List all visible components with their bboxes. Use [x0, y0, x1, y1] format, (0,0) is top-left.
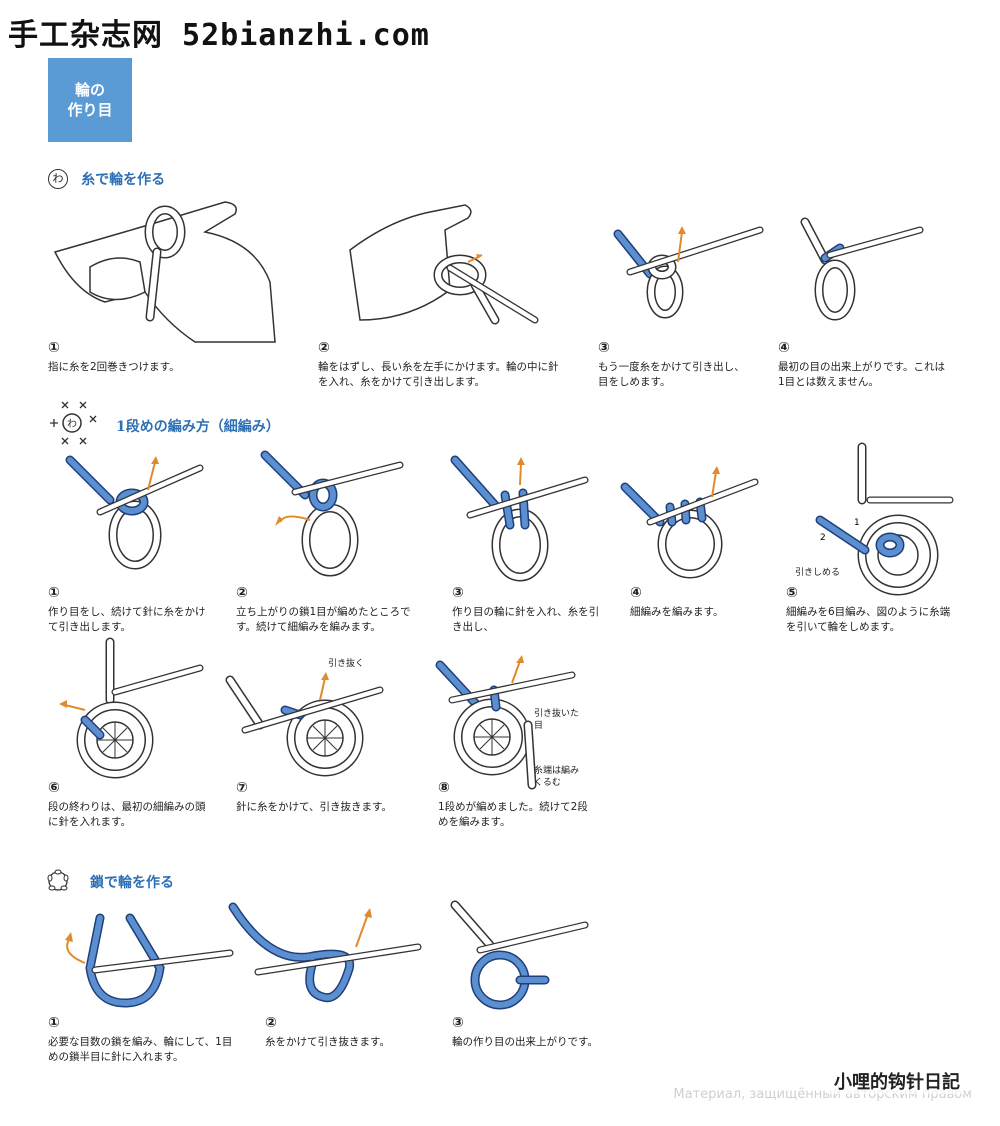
brand-label: 小哩的钩针日記 — [830, 1068, 964, 1094]
s3-step1-illustration — [65, 913, 234, 1008]
svg-text:2: 2 — [820, 533, 826, 543]
s1-step3-caption: もう一度糸をかけて引き出し、目をしめます。 — [598, 361, 745, 388]
s2-step6-illustration — [59, 637, 204, 779]
s1-step4-illustration — [800, 217, 924, 321]
s1-step1-number: ① — [48, 340, 60, 356]
s2-step5-number: ⑤ — [786, 585, 798, 601]
s2-step1-caption: 作り目をし、続けて針に糸をかけて引き出します。 — [48, 606, 206, 633]
s2-step1-number: ① — [48, 585, 60, 601]
wrap-tail-label: 糸端は編みくるむ — [534, 766, 580, 788]
s1-step2-caption: 輪をはずし、長い糸を左手にかけます。輪の中に針を入れ、糸をかけて引き出します。 — [318, 361, 559, 388]
svg-text:わ: わ — [67, 418, 77, 430]
pull-tight-label: 引きしめる — [795, 568, 841, 578]
slip-stitch-label: 引き抜いた目 — [534, 709, 580, 731]
section1-heading: わ 糸で輪を作る — [48, 168, 165, 189]
title-line-2: 作り目 — [67, 101, 113, 119]
s2-step3-caption: 作り目の輪に針を入れ、糸を引き出し、 — [452, 606, 600, 633]
chain-ring-icon — [47, 869, 69, 891]
site-header: 手工杂志网 52bianzhi.com — [8, 18, 430, 53]
s1-step4-number: ④ — [778, 340, 790, 356]
s2-step7-caption: 針に糸をかけて、引き抜きます。 — [236, 801, 392, 813]
s3-step3-illustration — [450, 900, 589, 1010]
s2-step7-number: ⑦ — [236, 780, 248, 796]
s2-step6-number: ⑥ — [48, 780, 60, 796]
s3-step1-caption: 必要な目数の鎖を編み、輪にして、1目めの鎖半目に針に入れます。 — [48, 1036, 233, 1063]
s3-step3-number: ③ — [452, 1015, 464, 1031]
s2-step6-caption: 段の終わりは、最初の細編みの頭に針を入れます。 — [48, 801, 206, 828]
s2-step2-caption: 立ち上がりの鎖1目が編めたところです。続けて細編みを編みます。 — [236, 606, 411, 633]
s1-step3-number: ③ — [598, 340, 610, 356]
s2-step3-illustration — [450, 455, 589, 582]
stitch-symbol-icon: わ — [50, 401, 97, 445]
s3-step3-caption: 輪の作り目の出来上がりです。 — [452, 1036, 598, 1048]
s2-step8-illustration — [435, 655, 576, 790]
s2-step4-caption: 細編みを編みます。 — [630, 606, 724, 618]
s1-step4-caption: 最初の目の出来上がりです。これは1目とは数えません。 — [778, 361, 945, 388]
section3-heading: 鎖で輪を作る — [90, 875, 174, 891]
title-box: 輪の 作り目 — [48, 58, 132, 142]
s2-step5-caption: 細編みを6目編み、図のように糸端を引いて輪をしめます。 — [786, 606, 951, 633]
s2-step8-caption: 1段めが編めました。続けて2段めを編みます。 — [438, 801, 588, 828]
s2-step7-illustration — [225, 672, 384, 777]
s2-step8-number: ⑧ — [438, 780, 450, 796]
s1-step2-number: ② — [318, 340, 330, 356]
s2-step1-illustration — [65, 455, 204, 570]
s2-step3-number: ③ — [452, 585, 464, 601]
s1-step1-caption: 指に糸を2回巻きつけます。 — [48, 361, 180, 373]
s3-step2-number: ② — [265, 1015, 277, 1031]
title-line-1: 輪の — [74, 81, 105, 99]
ring-icon: わ — [48, 168, 68, 189]
pull-through-label: 引き抜く — [328, 659, 365, 669]
s3-step2-illustration — [228, 902, 422, 1003]
s2-step5-illustration: 1 2 — [815, 442, 954, 596]
s2-step4-number: ④ — [630, 585, 642, 601]
s1-step1-illustration — [53, 201, 276, 343]
s1-step2-illustration — [349, 204, 539, 325]
s3-step2-caption: 糸をかけて引き抜きます。 — [265, 1036, 390, 1048]
s2-step2-number: ② — [236, 585, 248, 601]
s2-step2-illustration — [260, 450, 404, 577]
s1-step3-illustration — [613, 226, 764, 319]
s3-step1-number: ① — [48, 1015, 60, 1031]
section2-heading: 1段めの編み方（細編み） — [116, 419, 280, 435]
svg-text:1: 1 — [854, 518, 860, 528]
s2-step4-illustration — [620, 466, 759, 579]
